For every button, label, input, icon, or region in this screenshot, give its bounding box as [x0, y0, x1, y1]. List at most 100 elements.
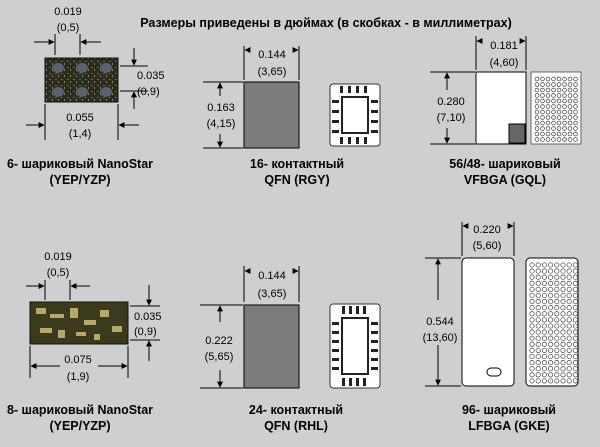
solder-ball	[529, 262, 535, 268]
solder-ball	[529, 280, 535, 286]
solder-ball	[554, 341, 560, 347]
solder-ball	[554, 305, 560, 311]
solder-ball	[540, 82, 545, 87]
solder-ball	[535, 347, 541, 353]
solder-ball	[540, 76, 545, 82]
die-circuitry	[36, 308, 122, 340]
solder-ball	[566, 329, 572, 335]
solder-ball	[554, 372, 560, 378]
solder-ball	[545, 76, 551, 82]
dim-height-inch: 0.035	[134, 311, 162, 323]
solder-ball	[541, 292, 547, 299]
solder-ball	[562, 82, 567, 87]
package-caption-line1: 56/48- шариковый	[449, 157, 560, 171]
solder-ball	[529, 372, 535, 378]
solder-ball	[535, 378, 541, 384]
solder-ball	[554, 292, 560, 299]
solder-ball	[554, 335, 560, 341]
solder-ball	[548, 305, 554, 311]
solder-ball	[529, 268, 535, 274]
solder-ball	[535, 292, 541, 299]
solder-ball	[556, 126, 562, 131]
package-caption-line2: (YEP/YZP)	[49, 173, 110, 187]
package-8-ball-nanostar: 0.019 (0,5) 0.035 (0,9) 0.075 (1,9) 8- ш…	[7, 251, 162, 433]
solder-ball	[560, 305, 566, 311]
dim-height-mm: (13,60)	[423, 332, 458, 344]
pin1-marker	[486, 367, 502, 377]
package-96-ball-lfbga: 0.220 (5,60) 0.544 (13,60) 96- шариковый…	[423, 222, 579, 433]
solder-ball	[572, 378, 578, 384]
solder-ball	[554, 366, 560, 372]
solder-ball	[535, 323, 541, 329]
dim-width-inch: 0.181	[490, 40, 518, 52]
solder-ball	[548, 317, 554, 323]
solder-ball	[541, 317, 547, 323]
solder-ball	[534, 126, 540, 131]
solder-ball	[551, 87, 556, 93]
package-caption-line1: 96- шариковый	[462, 403, 556, 417]
solder-ball	[541, 329, 547, 335]
solder-ball	[551, 131, 556, 137]
solder-ball	[534, 131, 540, 137]
solder-ball	[562, 87, 567, 93]
chip-die	[29, 301, 129, 345]
solder-ball	[548, 378, 554, 384]
solder-ball	[567, 126, 573, 131]
solder-ball	[529, 317, 535, 323]
solder-ball	[554, 353, 560, 360]
solder-ball	[541, 372, 547, 378]
solder-ball	[541, 305, 547, 311]
solder-ball	[529, 378, 535, 384]
dim-width-inch: 0.144	[258, 49, 286, 61]
solder-ball	[556, 82, 562, 87]
solder-ball	[573, 76, 578, 82]
dim-width-inch: 0.220	[473, 224, 501, 236]
solder-ball	[554, 268, 560, 274]
solder-ball	[545, 131, 551, 137]
solder-ball	[560, 347, 566, 353]
solder-ball	[556, 76, 562, 82]
solder-ball	[541, 262, 547, 268]
solder-ball	[556, 120, 562, 126]
solder-ball	[548, 299, 554, 305]
dim-width-mm: (5,60)	[473, 240, 502, 252]
solder-ball	[556, 104, 562, 109]
solder-ball	[529, 341, 535, 347]
solder-ball	[545, 109, 551, 115]
solder-ball	[556, 93, 562, 98]
solder-ball	[534, 82, 540, 87]
solder-ball	[572, 335, 578, 341]
solder-ball	[560, 299, 566, 305]
solder-ball	[566, 366, 572, 372]
solder-ball	[545, 137, 551, 142]
solder-ball	[567, 87, 573, 93]
solder-ball	[566, 305, 572, 311]
solder-ball	[541, 360, 547, 366]
solder-ball	[548, 353, 554, 360]
solder-ball	[548, 341, 554, 347]
package-24-lead-qfn: 0.144 (3,65) 0.222 (5,65) 24- контактный…	[200, 266, 381, 433]
solder-ball	[562, 126, 567, 131]
solder-ball	[572, 286, 578, 292]
solder-ball	[562, 137, 567, 142]
solder-ball	[573, 82, 578, 87]
package-caption-line2: QFN (RGY)	[264, 173, 329, 187]
solder-ball	[572, 347, 578, 353]
dim-height-mm: (0,9)	[137, 86, 160, 98]
solder-ball	[554, 347, 560, 353]
solder-ball	[534, 87, 540, 93]
solder-ball	[554, 360, 560, 366]
solder-ball	[560, 268, 566, 274]
solder-ball	[540, 93, 545, 98]
solder-ball	[529, 311, 535, 317]
dim-width-mm: (0,5)	[47, 267, 70, 279]
package-body-top-view	[243, 304, 300, 389]
solder-ball	[562, 131, 567, 137]
solder-ball	[554, 311, 560, 317]
solder-ball	[545, 93, 551, 98]
solder-ball	[572, 323, 578, 329]
solder-ball	[566, 311, 572, 317]
solder-ball	[541, 299, 547, 305]
solder-ball	[567, 76, 573, 82]
solder-ball	[554, 323, 560, 329]
